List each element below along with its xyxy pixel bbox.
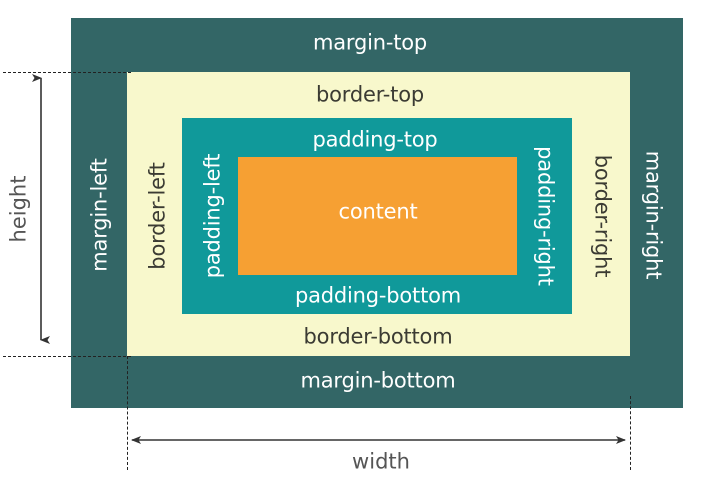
margin-bottom-label: margin-bottom	[300, 368, 456, 393]
padding-box: padding-top padding-bottom padding-left …	[182, 118, 572, 314]
padding-top-label: padding-top	[312, 127, 438, 152]
margin-box: margin-top margin-bottom margin-left mar…	[71, 18, 683, 408]
height-dimension-label: height	[6, 175, 31, 243]
border-bottom-label: border-bottom	[303, 324, 453, 349]
content-box: content	[238, 157, 517, 275]
width-dimension-label: width	[352, 449, 410, 474]
padding-bottom-label: padding-bottom	[294, 283, 462, 308]
border-top-label: border-top	[316, 82, 424, 107]
margin-top-label: margin-top	[312, 30, 428, 55]
border-box: border-top border-bottom border-left bor…	[127, 72, 630, 356]
content-label: content	[338, 199, 418, 224]
